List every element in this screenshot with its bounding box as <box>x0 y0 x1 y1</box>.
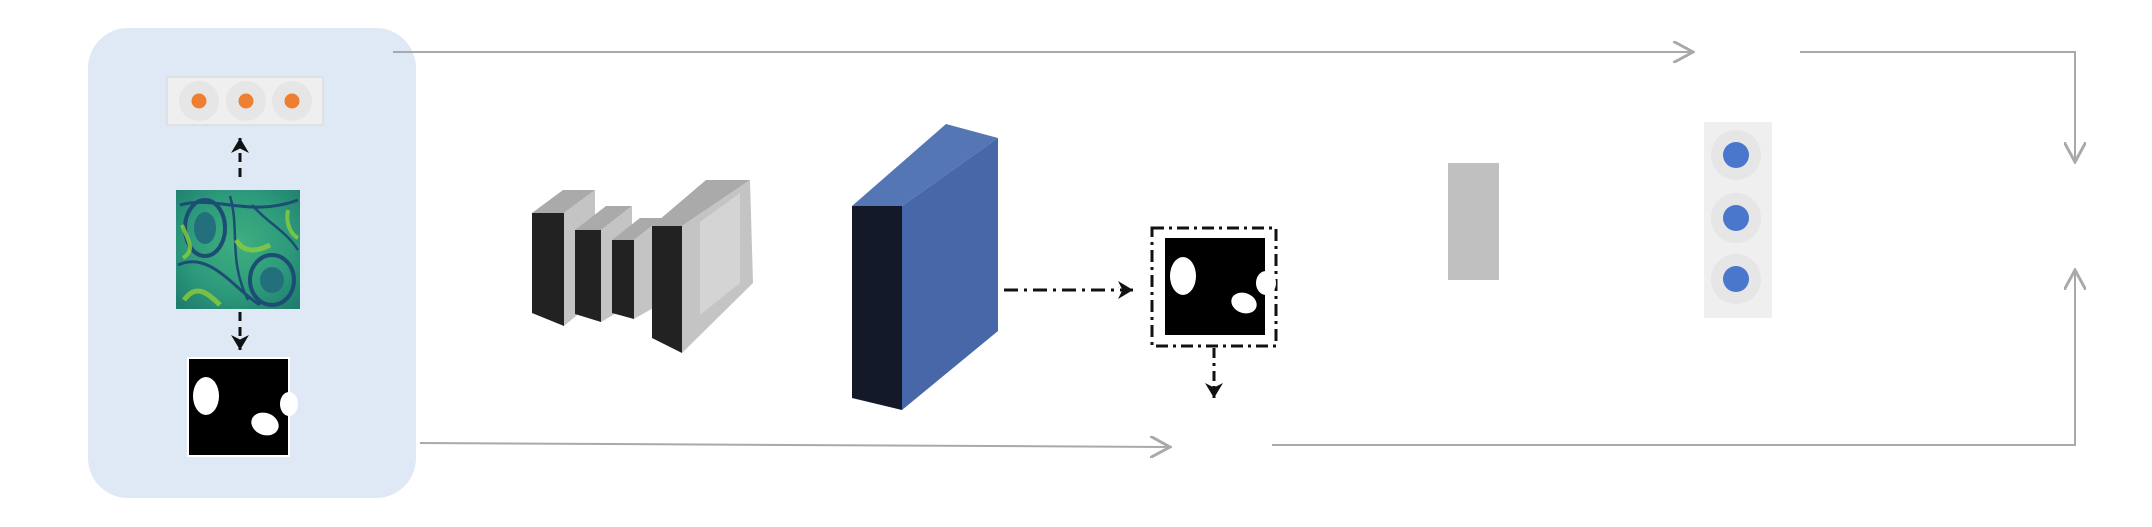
blue-dots-vector-icon <box>1704 122 1772 318</box>
gray-rect-icon <box>1448 163 1499 280</box>
arrow-top-to-output <box>1800 51 2075 162</box>
encoder-decoder-blocks-icon <box>532 180 753 353</box>
blue-slab-icon <box>852 124 998 410</box>
orange-dots-vector-icon <box>166 76 324 126</box>
arrow-bottom-to-output <box>1272 270 2075 446</box>
arrow-bottom-mask <box>419 443 1170 447</box>
dashed-boxed-mask-icon <box>1150 226 1278 348</box>
binary-mask-icon <box>187 357 298 457</box>
microscopy-image <box>176 190 300 309</box>
